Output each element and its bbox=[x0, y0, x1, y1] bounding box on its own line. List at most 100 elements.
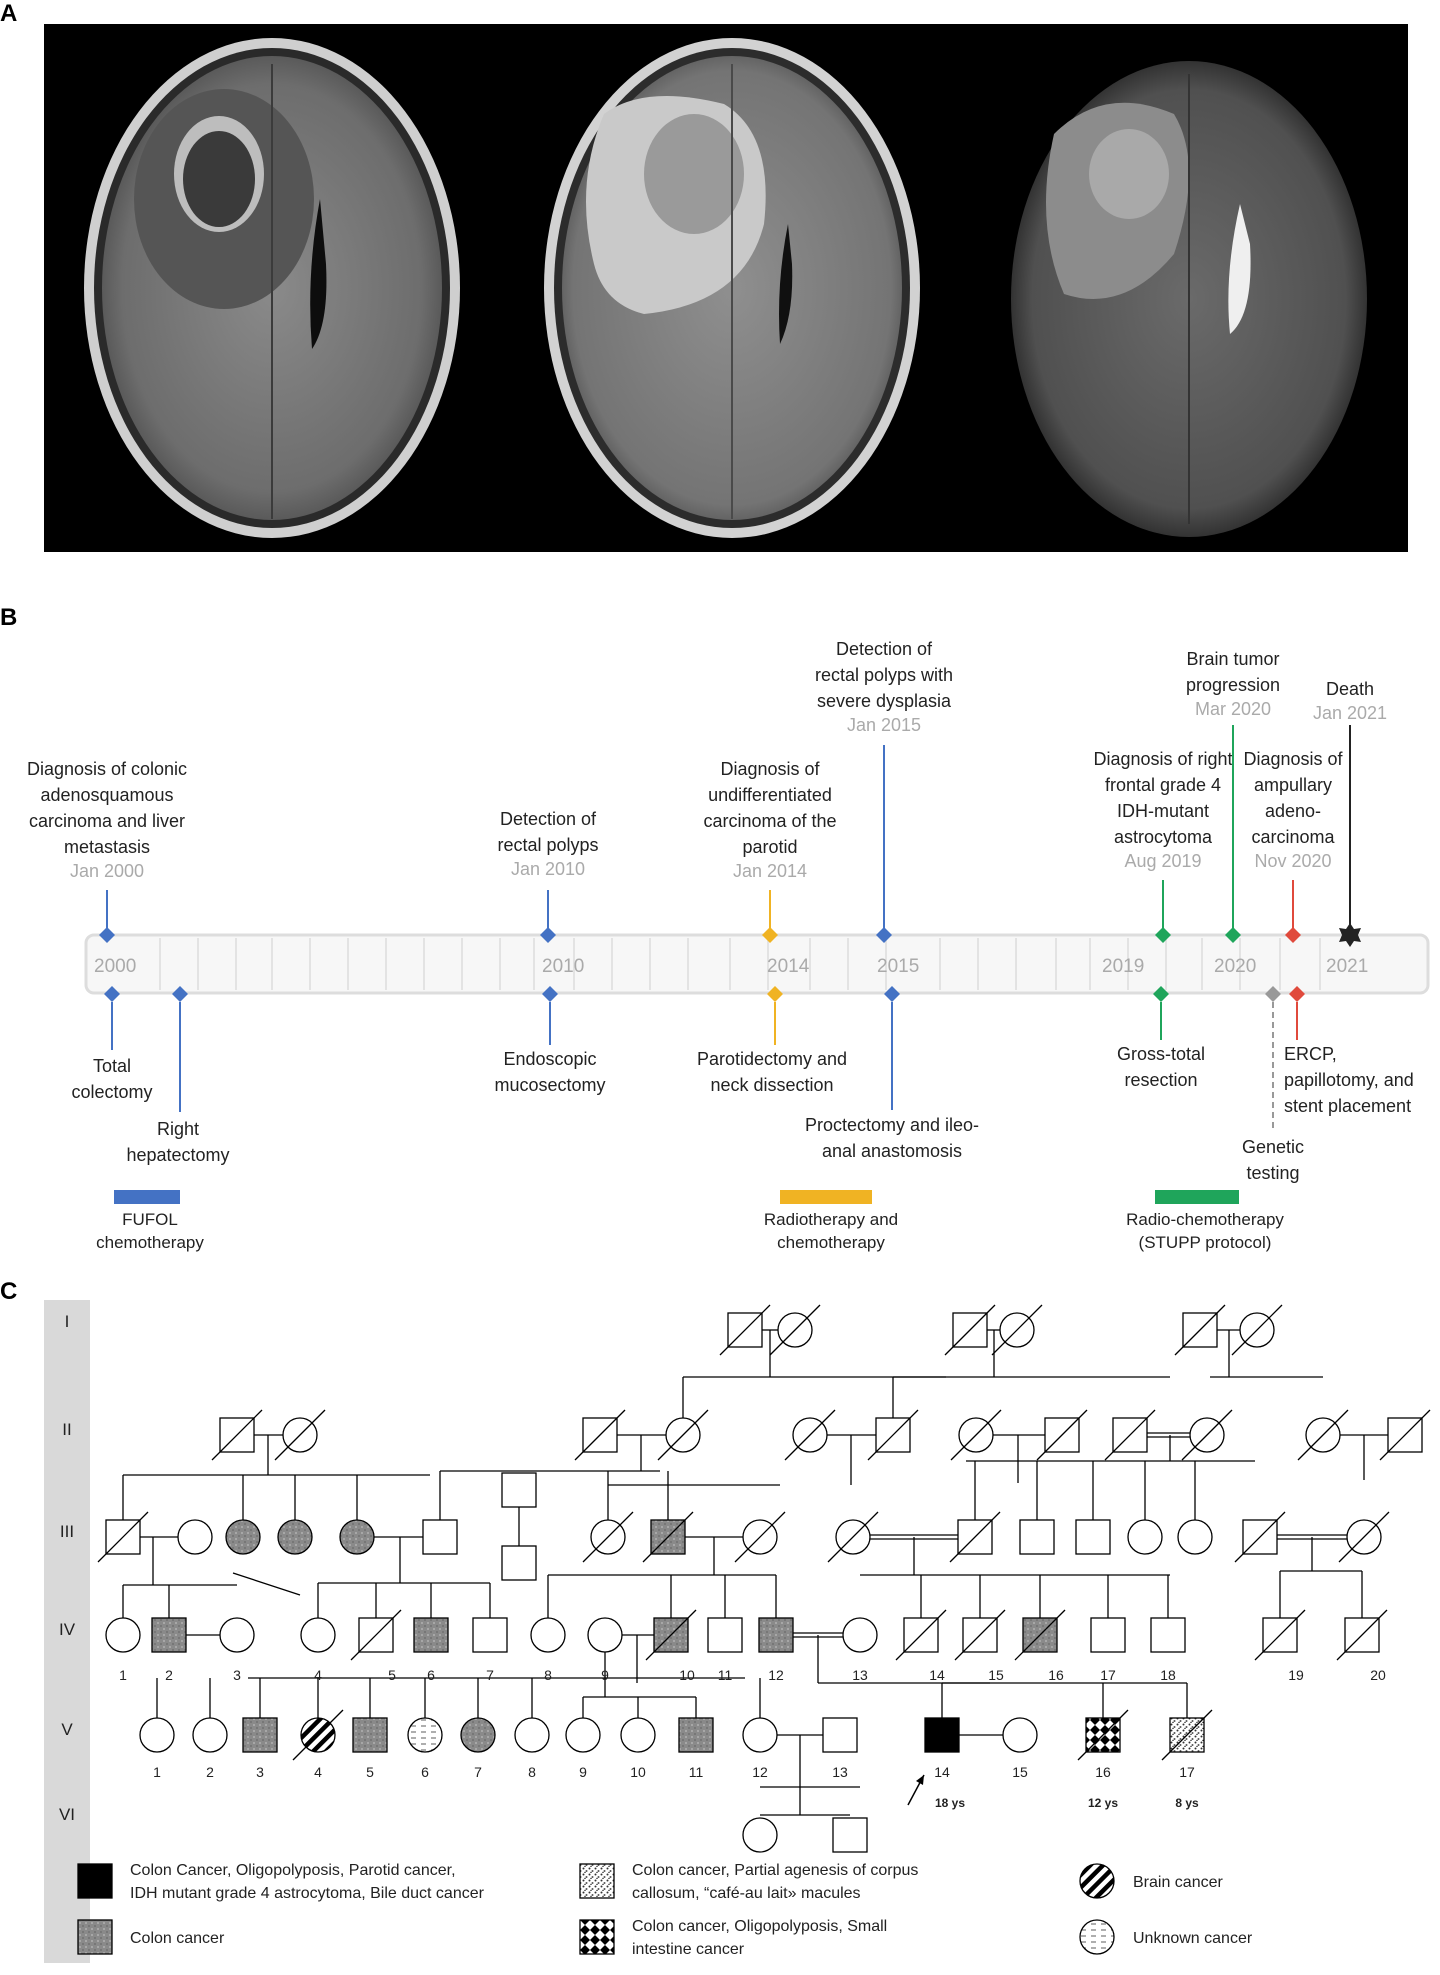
female-individual bbox=[620, 1717, 656, 1753]
therapy-text: FUFOL bbox=[122, 1210, 178, 1229]
event-marker bbox=[884, 986, 900, 1002]
male-individual bbox=[1379, 1409, 1431, 1461]
male-individual bbox=[422, 1519, 458, 1555]
deceased-slash bbox=[574, 1409, 626, 1461]
deceased-slash bbox=[1077, 1709, 1129, 1761]
v-number: 6 bbox=[421, 1764, 429, 1780]
male-individual bbox=[151, 1617, 187, 1653]
male-individual bbox=[413, 1617, 449, 1653]
male-individual bbox=[924, 1717, 960, 1753]
female-individual bbox=[742, 1717, 778, 1753]
event-text: papillotomy, and bbox=[1284, 1070, 1414, 1090]
panel-label-a: A bbox=[0, 0, 18, 27]
iv-number: 16 bbox=[1048, 1667, 1064, 1683]
v-number: 1 bbox=[153, 1764, 161, 1780]
v-number: 17 bbox=[1179, 1764, 1195, 1780]
female-individual bbox=[734, 1511, 786, 1563]
female-individual bbox=[991, 1304, 1043, 1356]
female-individual bbox=[274, 1409, 326, 1461]
male-individual bbox=[678, 1717, 714, 1753]
event-date: Jan 2000 bbox=[70, 861, 144, 881]
iv-number: 4 bbox=[314, 1667, 322, 1683]
timeline-year-label: 2010 bbox=[542, 956, 584, 977]
legend-text: callosum, “café-au lait» macules bbox=[632, 1885, 861, 1902]
iv-number: 7 bbox=[486, 1667, 494, 1683]
deceased-slash bbox=[991, 1304, 1043, 1356]
event-text: colectomy bbox=[71, 1082, 152, 1102]
male-individual bbox=[1336, 1609, 1388, 1661]
event-marker bbox=[876, 927, 892, 943]
female-individual bbox=[514, 1717, 550, 1753]
iv-number: 13 bbox=[852, 1667, 868, 1683]
event-text: IDH-mutant bbox=[1117, 801, 1209, 821]
female-individual bbox=[587, 1617, 623, 1653]
event-text: adenosquamous bbox=[40, 785, 173, 805]
v-number: 2 bbox=[206, 1764, 214, 1780]
male-individual bbox=[1019, 1519, 1055, 1555]
iv-number: 2 bbox=[165, 1667, 173, 1683]
female-individual bbox=[827, 1511, 879, 1563]
male-individual bbox=[944, 1304, 996, 1356]
male-individual bbox=[832, 1817, 868, 1853]
event-marker bbox=[1225, 927, 1241, 943]
iv-number: 17 bbox=[1100, 1667, 1116, 1683]
legend-swatch bbox=[77, 1863, 113, 1899]
iv-number: 8 bbox=[544, 1667, 552, 1683]
event-marker bbox=[542, 986, 558, 1002]
event-text: neck dissection bbox=[710, 1075, 833, 1095]
therapy-bar bbox=[780, 1190, 872, 1204]
deceased-slash bbox=[645, 1609, 697, 1661]
event-marker bbox=[1289, 986, 1305, 1002]
female-individual bbox=[742, 1817, 778, 1853]
v-number: 8 bbox=[528, 1764, 536, 1780]
iv-number: 6 bbox=[427, 1667, 435, 1683]
event-marker bbox=[1285, 927, 1301, 943]
female-individual bbox=[950, 1409, 1002, 1461]
generation-label: II bbox=[62, 1420, 71, 1439]
generation-label: IV bbox=[59, 1620, 76, 1639]
event-text: carcinoma and liver bbox=[29, 811, 185, 831]
event-marker bbox=[767, 986, 783, 1002]
deceased-slash bbox=[1338, 1511, 1390, 1563]
female-individual bbox=[784, 1409, 836, 1461]
male-individual bbox=[758, 1617, 794, 1653]
pedigree-individuals bbox=[97, 1304, 1431, 1853]
event-text: Gross-total bbox=[1117, 1044, 1205, 1064]
therapy-text: chemotherapy bbox=[777, 1233, 885, 1252]
legend-swatch bbox=[1079, 1919, 1115, 1955]
legend-item: Colon Cancer, Oligopolyposis, Parotid ca… bbox=[77, 1862, 485, 1902]
event-text: Brain tumor bbox=[1186, 649, 1279, 669]
timeline-year-label: 2020 bbox=[1214, 956, 1256, 977]
male-individual bbox=[954, 1609, 1006, 1661]
v-number: 11 bbox=[689, 1764, 704, 1780]
male-individual bbox=[211, 1409, 263, 1461]
event-text: Total bbox=[93, 1056, 131, 1076]
deceased-slash bbox=[1231, 1304, 1283, 1356]
event-text: frontal grade 4 bbox=[1105, 775, 1221, 795]
legend-item: Unknown cancer bbox=[1079, 1919, 1253, 1955]
iv-number: 5 bbox=[388, 1667, 396, 1683]
generation-bar bbox=[44, 1300, 90, 1963]
pedigree-legend: Colon Cancer, Oligopolyposis, Parotid ca… bbox=[77, 1862, 1253, 1958]
iv-number: 9 bbox=[601, 1667, 609, 1683]
therapy-text: Radiotherapy and bbox=[764, 1210, 898, 1229]
age-label: 8 ys bbox=[1175, 1796, 1199, 1810]
deceased-slash bbox=[1174, 1304, 1226, 1356]
female-individual bbox=[219, 1617, 255, 1653]
male-individual bbox=[97, 1511, 149, 1563]
deceased-slash bbox=[734, 1511, 786, 1563]
legend-item: Colon cancer bbox=[77, 1919, 225, 1955]
deceased-slash bbox=[1254, 1609, 1306, 1661]
male-individual bbox=[350, 1609, 402, 1661]
deceased-slash bbox=[719, 1304, 771, 1356]
deceased-slash bbox=[895, 1609, 947, 1661]
